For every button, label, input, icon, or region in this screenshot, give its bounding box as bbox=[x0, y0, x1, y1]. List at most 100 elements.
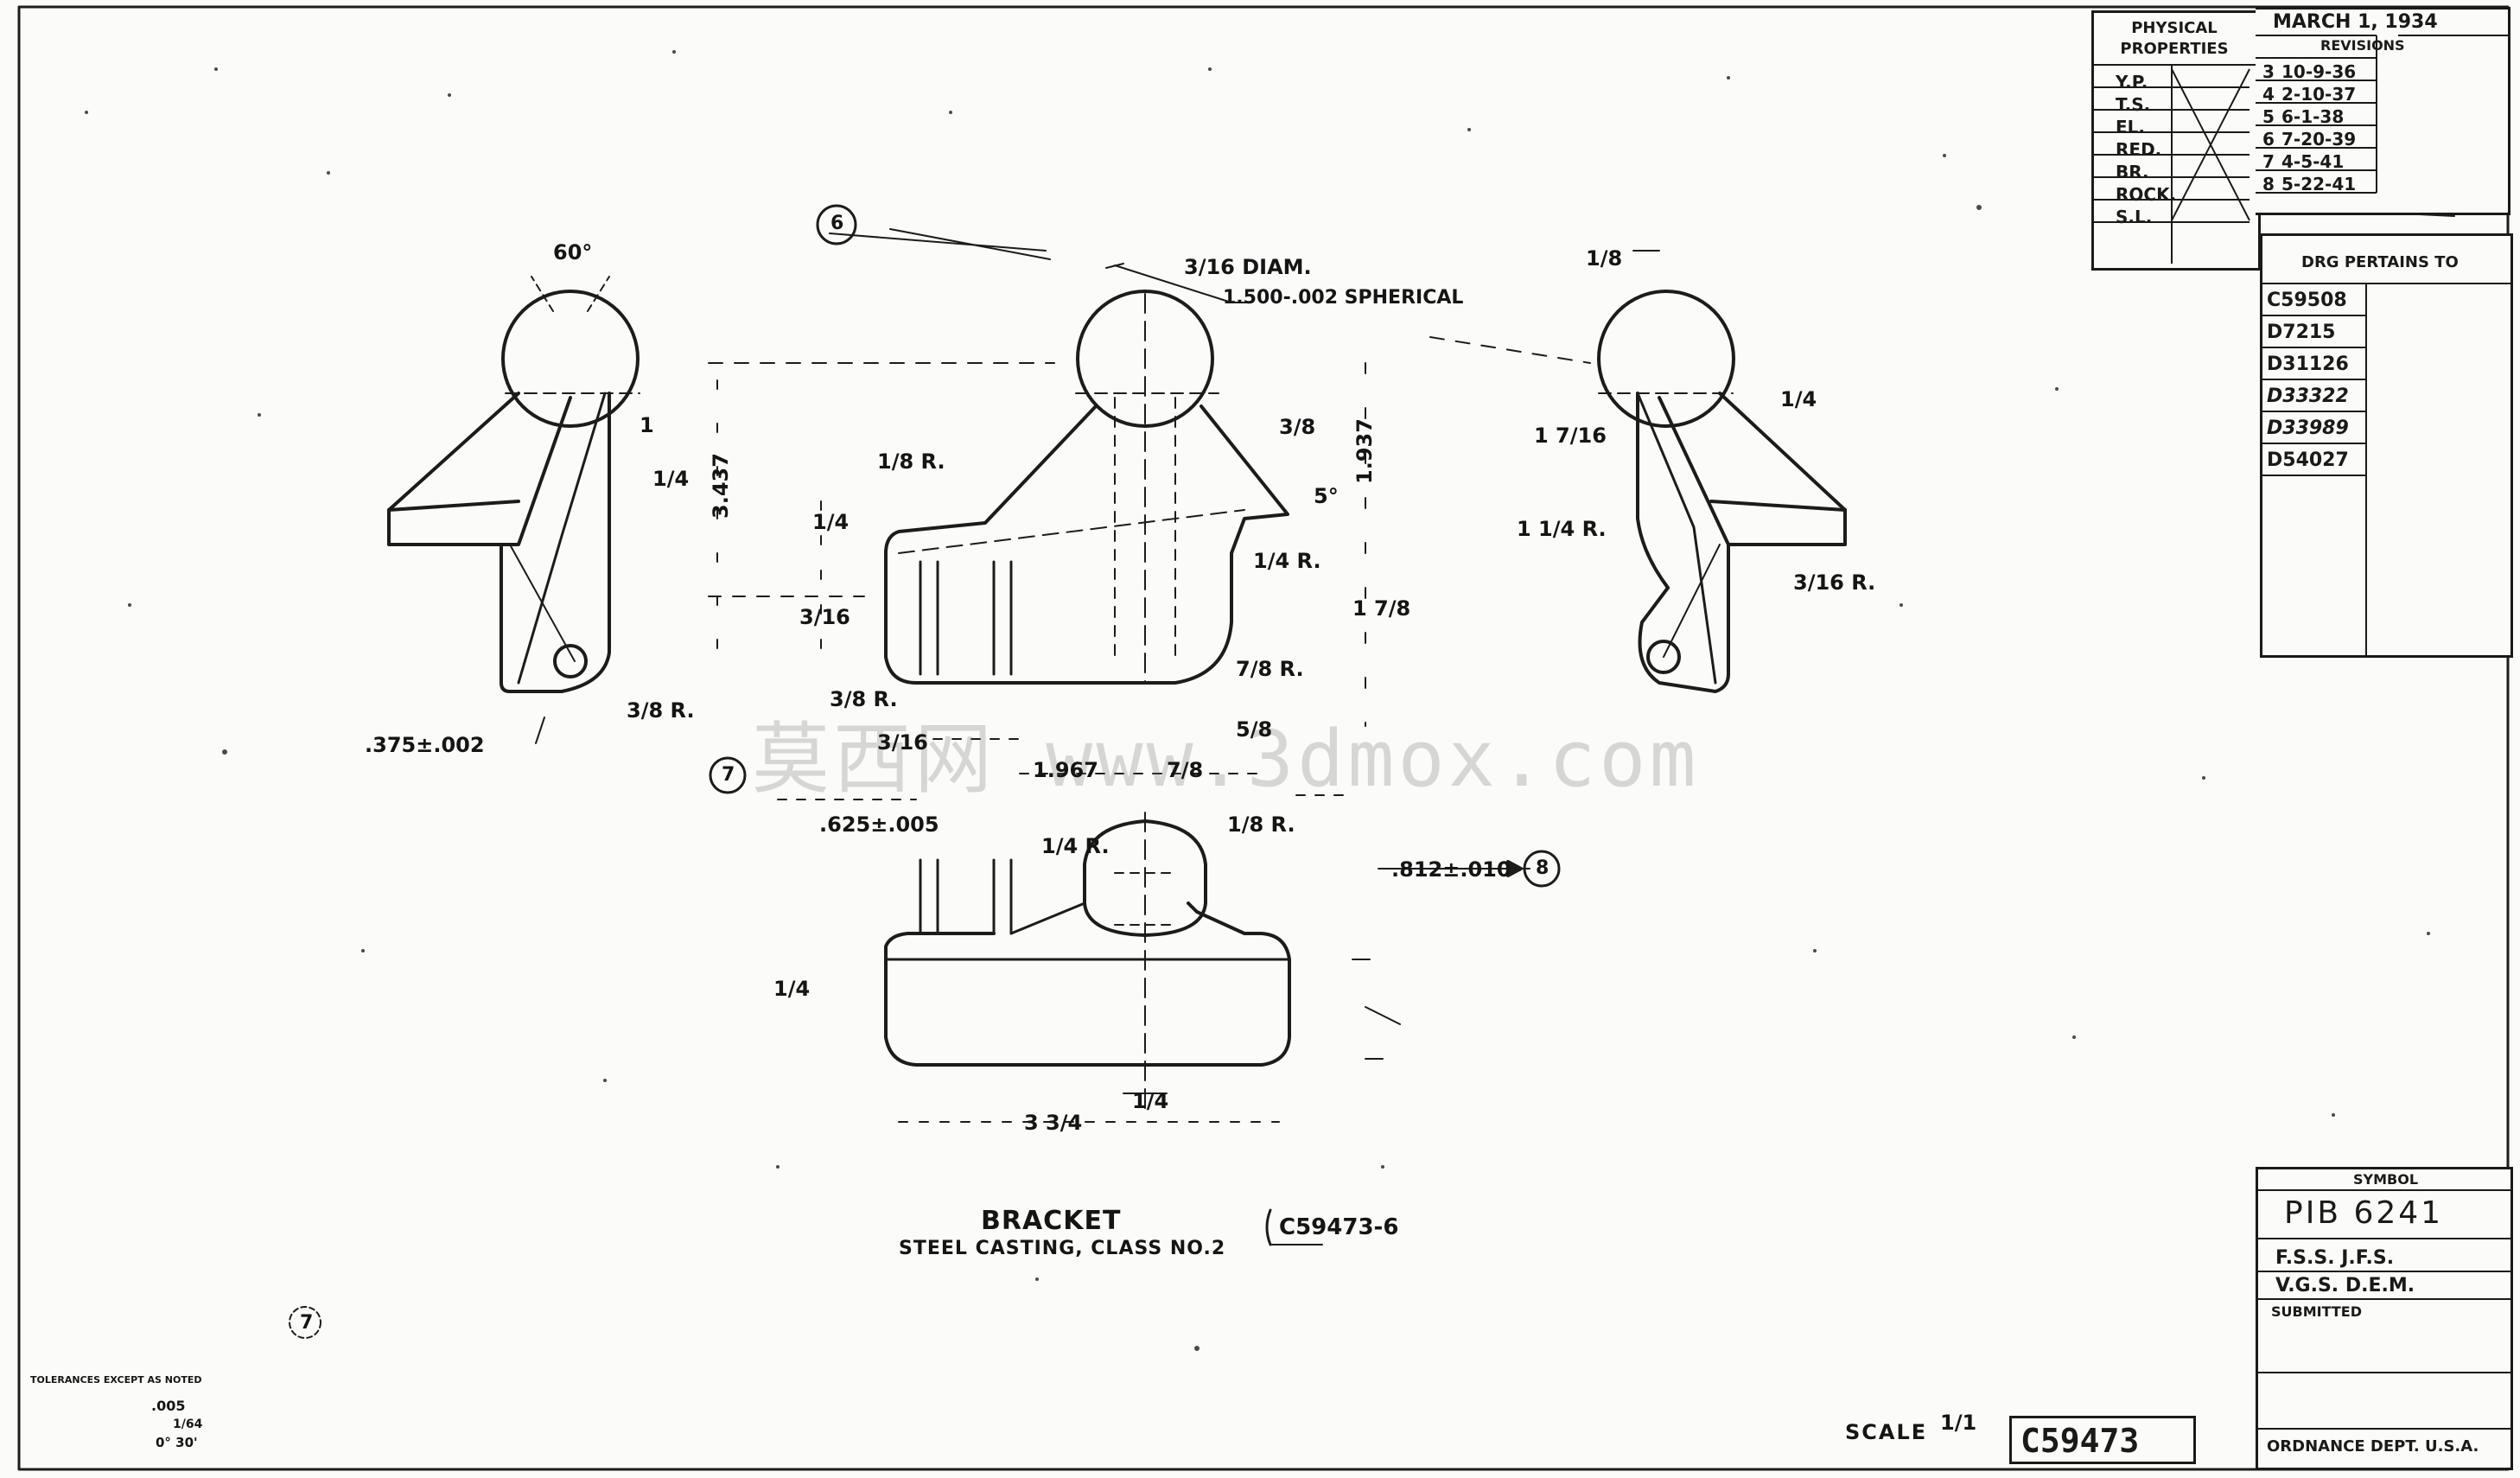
symbol-value: PIB 6241 bbox=[2284, 1195, 2444, 1231]
center-3-8-label: 3/8 bbox=[1279, 415, 1316, 439]
radius-1-8-bottom-label: 1/8 R. bbox=[1227, 812, 1295, 837]
prop-yp: Y.P. bbox=[2116, 72, 2148, 92]
dia-375-label: .375±.002 bbox=[365, 733, 485, 757]
pertains-3: D31126 bbox=[2267, 354, 2349, 375]
right-quarter-label: 1/4 bbox=[1780, 387, 1817, 411]
prop-el: EL. bbox=[2116, 117, 2146, 137]
rev-7-num: 7 bbox=[2262, 151, 2275, 172]
height-1937-label: 1.937 bbox=[1352, 418, 1377, 484]
pertains-2: D7215 bbox=[2267, 322, 2336, 343]
left-view bbox=[387, 276, 640, 744]
properties-grid bbox=[2094, 64, 2258, 264]
angle-label: 60° bbox=[553, 240, 593, 264]
approval-1: F.S.S. J.F.S. bbox=[2275, 1247, 2395, 1269]
radius-1-1-4-label: 1 1/4 R. bbox=[1517, 517, 1607, 541]
radius-3-8-center-label: 3/8 R. bbox=[830, 687, 898, 711]
radius-1-4-label: 1/4 R. bbox=[1253, 549, 1321, 573]
dim-812-label: .812±.010 bbox=[1391, 857, 1511, 882]
pertains-1: C59508 bbox=[2267, 290, 2347, 311]
material-spec: STEEL CASTING, CLASS NO.2 bbox=[899, 1238, 1226, 1259]
rev-6-date: 7-20-39 bbox=[2281, 129, 2357, 150]
top-fraction-label: 1/8 bbox=[1586, 246, 1623, 271]
rev-8-date: 5-22-41 bbox=[2281, 174, 2357, 194]
symbol-title: SYMBOL bbox=[2353, 1171, 2419, 1188]
drawing-date: MARCH 1, 1934 bbox=[2273, 11, 2438, 33]
prop-br: BR. bbox=[2116, 162, 2149, 182]
callout-8: 8 bbox=[1536, 857, 1550, 879]
pertains-5: D33989 bbox=[2267, 417, 2349, 439]
rev-8-num: 8 bbox=[2262, 174, 2275, 194]
department-label: ORDNANCE DEPT. U.S.A. bbox=[2267, 1437, 2479, 1456]
pertains-title: DRG PERTAINS TO bbox=[2301, 253, 2459, 271]
rev-4-date: 2-10-37 bbox=[2281, 84, 2357, 105]
fraction-3-16-label: 3/16 bbox=[799, 605, 850, 629]
radius-7-8-label: 7/8 R. bbox=[1236, 657, 1304, 681]
pertains-4: D33322 bbox=[2267, 385, 2349, 407]
center-front-view bbox=[884, 264, 1289, 685]
center-quarter-label: 1/4 bbox=[812, 510, 850, 534]
radius-1-4-bottom-label: 1/4 R. bbox=[1041, 834, 1110, 858]
tolerances-header: TOLERANCES EXCEPT AS NOTED bbox=[30, 1374, 202, 1386]
revisions-block: MARCH 1, 1934 REVISIONS 3 10-9-36 4 2-10… bbox=[2256, 7, 2510, 215]
prop-ts: T.S. bbox=[2116, 94, 2151, 115]
bottom-quarter-label: 1/4 bbox=[773, 977, 811, 1001]
fraction-1-7-8-label: 1 7/8 bbox=[1352, 596, 1411, 621]
symbol-block: SYMBOL PIB 6241 F.S.S. J.F.S. V.G.S. D.E… bbox=[2256, 1167, 2513, 1470]
callout-7: 7 bbox=[722, 764, 735, 786]
rev-5-num: 5 bbox=[2262, 106, 2275, 127]
left-quarter-label: 1/4 bbox=[652, 467, 690, 491]
rev-4-num: 4 bbox=[2262, 84, 2275, 105]
rev-7-date: 4-5-41 bbox=[2281, 151, 2345, 172]
fraction-3-3-4-label: 3 3/4 bbox=[1024, 1111, 1083, 1135]
fraction-3-16-center-label: 3/16 bbox=[877, 730, 928, 755]
scale-label: SCALE bbox=[1845, 1420, 1928, 1444]
physical-properties-title: PHYSICAL PROPERTIES bbox=[2120, 19, 2229, 58]
left-one-label: 1 bbox=[640, 413, 654, 437]
revisions-grid bbox=[2256, 35, 2508, 194]
scan-noise bbox=[85, 50, 2430, 1351]
scale-value: 1/1 bbox=[1940, 1411, 1977, 1435]
watermark: 莫西网 www.3dmox.com bbox=[752, 714, 1700, 805]
drawing-number: C59473 bbox=[2020, 1422, 2140, 1460]
part-number-ref: C59473-6 bbox=[1279, 1214, 1399, 1240]
callout-6: 6 bbox=[830, 213, 844, 234]
tolerance-line-1: .005 bbox=[151, 1398, 186, 1414]
dim-1967-label: 1.967 bbox=[1033, 758, 1098, 782]
tolerance-line-2: 1/64 bbox=[173, 1417, 203, 1431]
pertains-block: DRG PERTAINS TO C59508 D7215 D31126 D333… bbox=[2260, 233, 2513, 658]
rev-3-date: 10-9-36 bbox=[2281, 61, 2357, 82]
pertains-6: D54027 bbox=[2267, 449, 2349, 471]
rev-6-num: 6 bbox=[2262, 129, 2275, 150]
rev-5-date: 6-1-38 bbox=[2281, 106, 2345, 127]
approval-2: V.G.S. D.E.M. bbox=[2275, 1275, 2415, 1296]
prop-red: RED. bbox=[2116, 139, 2162, 160]
callout-7-bottom: 7 bbox=[300, 1312, 314, 1334]
tolerance-line-3: 0° 30' bbox=[156, 1435, 198, 1450]
radius-3-16-label: 3/16 R. bbox=[1793, 570, 1876, 595]
fraction-1-7-16-label: 1 7/16 bbox=[1534, 424, 1607, 448]
fraction-7-8-label: 7/8 bbox=[1167, 758, 1204, 782]
radius-3-8-label: 3/8 R. bbox=[627, 698, 695, 723]
physical-properties-block: PHYSICAL PROPERTIES Y.P. T.S. EL. RED. B… bbox=[2091, 10, 2261, 271]
part-name: BRACKET bbox=[981, 1206, 1122, 1236]
angle-5deg-label: 5° bbox=[1314, 484, 1339, 508]
spherical-label: 1.500-.002 SPHERICAL bbox=[1223, 287, 1464, 309]
height-3437-label: 3.437 bbox=[709, 453, 733, 519]
radius-1-8-label: 1/8 R. bbox=[877, 449, 945, 474]
dimension-lines bbox=[708, 207, 2455, 1123]
right-view bbox=[1597, 290, 1847, 693]
pertains-grid bbox=[2262, 283, 2510, 655]
bottom-view bbox=[884, 812, 1291, 1116]
prop-sl: S.L. bbox=[2116, 207, 2153, 227]
prop-rock: ROCK. bbox=[2116, 184, 2177, 205]
submitted-label: SUBMITTED bbox=[2271, 1303, 2362, 1320]
drawing-number-box: C59473 bbox=[2009, 1416, 2196, 1464]
fraction-5-8-label: 5/8 bbox=[1236, 717, 1273, 742]
diam-label: 3/16 DIAM. bbox=[1184, 255, 1312, 279]
rev-3-num: 3 bbox=[2262, 61, 2275, 82]
symbol-grid bbox=[2258, 1189, 2510, 1430]
dim-625-label: .625±.005 bbox=[819, 812, 939, 837]
bottom-center-quarter-label: 1/4 bbox=[1132, 1089, 1169, 1113]
revisions-title: REVISIONS bbox=[2320, 37, 2405, 54]
